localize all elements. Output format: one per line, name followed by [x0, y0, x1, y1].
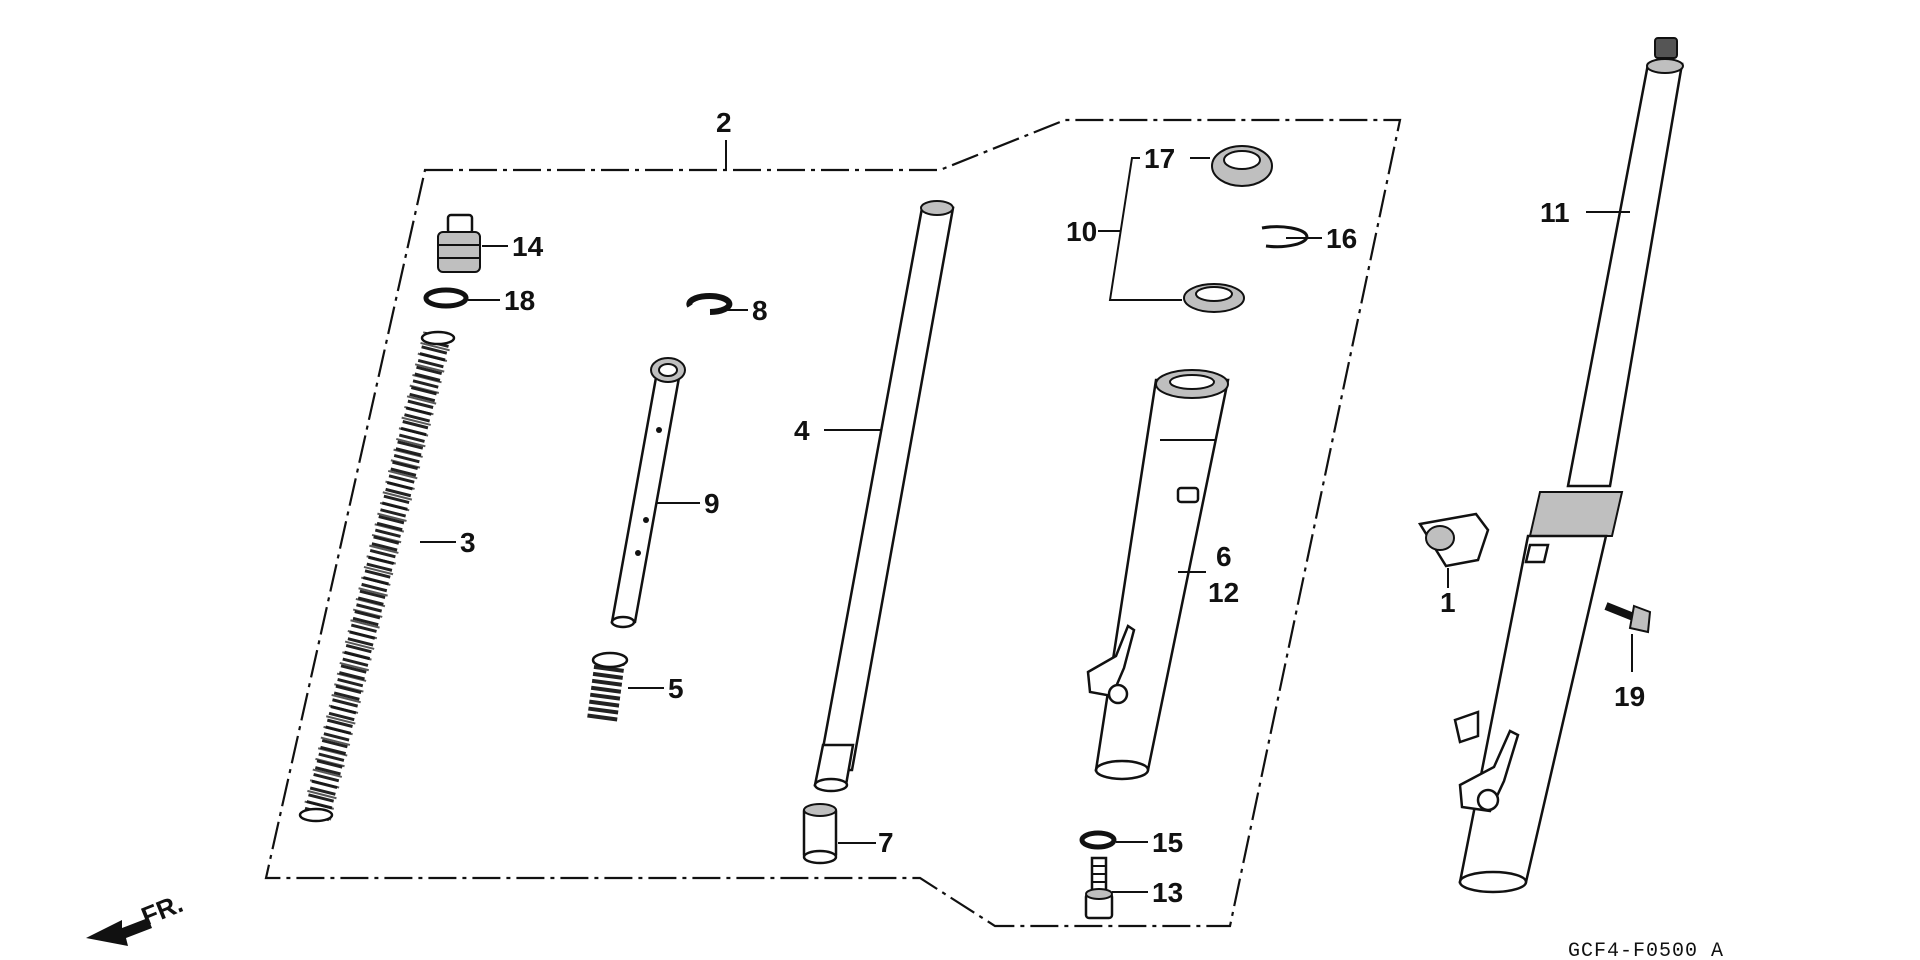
part-11-fork-assembly	[1453, 37, 1684, 894]
part-14-fork-bolt	[437, 213, 481, 273]
callout-13: 13	[1152, 877, 1183, 908]
callout-17: 17	[1144, 143, 1175, 174]
callout-11: 11	[1540, 197, 1570, 228]
part-3-fork-spring	[298, 330, 456, 823]
callout-18: 18	[504, 285, 535, 316]
callout-2: 2	[716, 107, 732, 138]
callout-3: 3	[460, 527, 476, 558]
callout-4: 4	[794, 415, 810, 446]
assembly-group-outline	[264, 118, 1402, 928]
callout-5: 5	[668, 673, 684, 704]
callout-9: 9	[704, 488, 720, 519]
part-6-12-fork-slider	[1086, 369, 1230, 781]
callout-14: 14	[512, 231, 544, 262]
callout-12: 12	[1208, 577, 1239, 608]
part-4-fork-pipe	[813, 200, 955, 793]
part-13-socket-bolt	[1084, 856, 1114, 920]
front-direction-arrow-icon	[86, 918, 152, 946]
callout-19: 19	[1614, 681, 1645, 712]
callout-6: 6	[1216, 541, 1232, 572]
part-17-dust-seal	[1211, 145, 1273, 187]
callout-1: 1	[1440, 587, 1456, 618]
part-19-bolt	[1604, 602, 1652, 634]
part-16-stopper-ring	[1261, 225, 1309, 249]
part-7-oil-lock-piece	[802, 803, 838, 865]
callout-8: 8	[752, 295, 768, 326]
callout-10: 10	[1066, 216, 1097, 247]
part-15-washer	[1079, 830, 1117, 850]
part-10-oil-seal	[1183, 283, 1245, 313]
callout-7: 7	[878, 827, 894, 858]
callout-16: 16	[1326, 223, 1357, 254]
diagram-code: GCF4-F0500 A	[1568, 940, 1724, 960]
leader-10-bracket	[1108, 157, 1182, 301]
part-9-fork-piston	[610, 357, 686, 629]
part-5-rebound-spring	[587, 651, 629, 722]
callout-15: 15	[1152, 827, 1183, 858]
part-18-o-ring	[423, 287, 469, 309]
part-1-pipe-clamp	[1417, 512, 1490, 568]
